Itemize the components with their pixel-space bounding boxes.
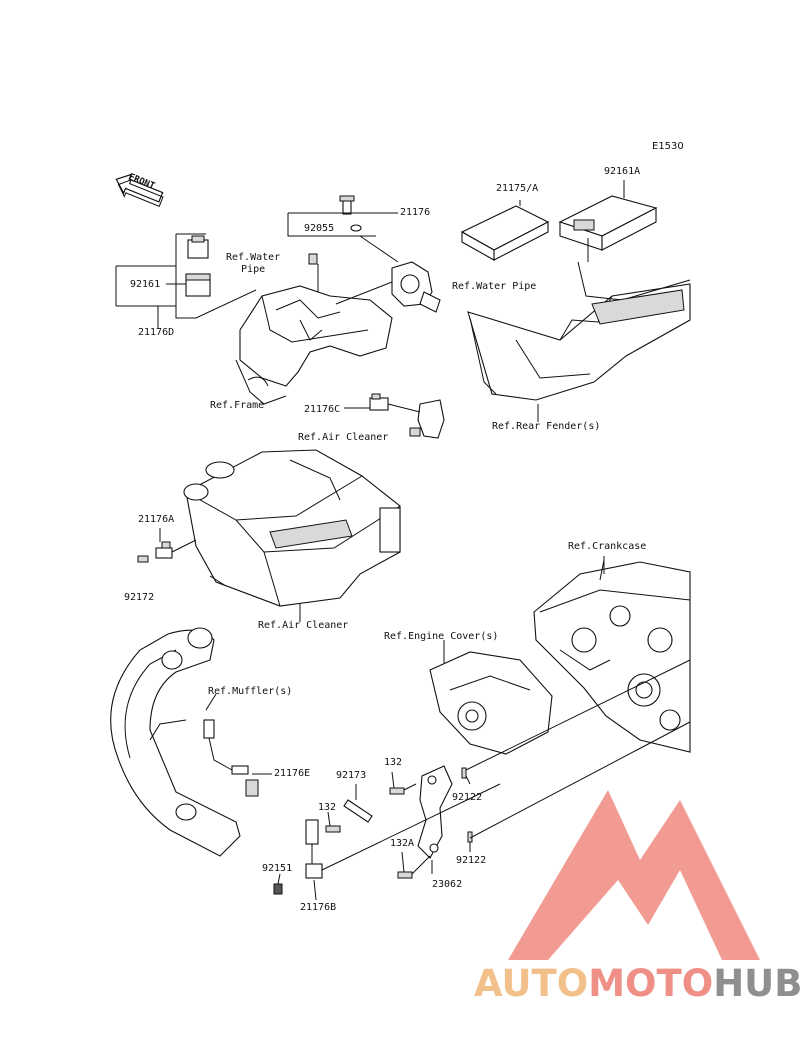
air-temp-sensor (369, 393, 445, 439)
label-92122-top: 92122 (452, 792, 483, 803)
watermark-hub: HUB (713, 962, 800, 1005)
label-92173: 92173 (336, 770, 367, 781)
watermark-auto: AUTO (474, 962, 589, 1005)
bracket-23062 (417, 765, 453, 859)
label-ref-engine-cover: Ref.Engine Cover(s) (384, 631, 499, 642)
label-ref-water-pipe-right: Ref.Water Pipe (452, 281, 537, 292)
bolts-and-pins (325, 767, 473, 879)
front-arrow-icon (115, 173, 164, 207)
label-92161A: 92161A (604, 166, 641, 177)
label-21176E: 21176E (274, 768, 311, 779)
watermark-logo (508, 790, 760, 960)
gear-position-sensor-21176B (273, 819, 323, 895)
oxygen-sensor-21176E (203, 719, 259, 797)
label-21176D: 21176D (138, 327, 175, 338)
label-21176A: 21176A (138, 514, 175, 525)
label-92161: 92161 (130, 279, 161, 290)
label-ref-air-cleaner-mid: Ref.Air Cleaner (258, 620, 349, 631)
rear-fender (467, 261, 691, 401)
frame-section (235, 264, 393, 405)
label-ref-crankcase: Ref.Crankcase (568, 541, 647, 552)
label-92055: 92055 (304, 223, 335, 234)
water-temp-sensor (339, 195, 362, 232)
label-92151: 92151 (262, 863, 293, 874)
label-92172: 92172 (124, 592, 155, 603)
label-ref-muffler: Ref.Muffler(s) (208, 686, 293, 697)
diagram-code: E1530 (652, 141, 684, 152)
label-ref-rear-fender: Ref.Rear Fender(s) (492, 421, 601, 432)
label-21176C: 21176C (304, 404, 341, 415)
label-132-mid: 132 (318, 802, 337, 813)
air-cleaner-box (183, 449, 401, 607)
watermark-moto: MOTO (588, 962, 714, 1005)
label-92122-bot: 92122 (456, 855, 487, 866)
label-132-top: 132 (384, 757, 403, 768)
engine-cover (429, 651, 553, 755)
map-sensor-21176A (137, 541, 173, 563)
thermostat-housing (391, 261, 441, 313)
watermark-text: AUTOMOTOHUB (474, 962, 800, 1005)
crankcase (533, 559, 691, 753)
relay-connector-group (185, 235, 211, 297)
exhaust-pipe (110, 627, 241, 857)
bleeder-bolt (308, 253, 318, 265)
label-23062: 23062 (432, 879, 463, 890)
label-132A: 132A (390, 838, 415, 849)
label-ref-water-pipe-left: Ref.Water Pipe (226, 252, 281, 275)
label-21176B: 21176B (300, 902, 337, 913)
label-ref-air-cleaner-top: Ref.Air Cleaner (298, 432, 389, 443)
label-ref-frame: Ref.Frame (210, 400, 265, 411)
label-21176: 21176 (400, 207, 431, 218)
ecu-units (460, 195, 658, 261)
label-21175A: 21175/A (496, 183, 539, 194)
